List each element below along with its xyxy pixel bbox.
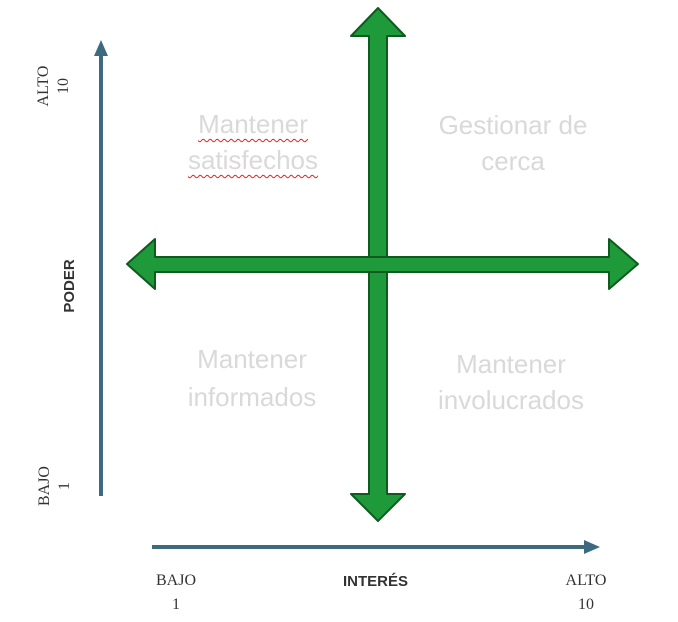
y-axis-low-label: BAJO: [36, 466, 53, 507]
quadrant-top-left-line2: satisfechos: [187, 145, 319, 175]
x-axis-title: INTERÉS: [343, 573, 409, 590]
y-axis-title: PODER: [61, 259, 78, 313]
x-axis-arrow: [152, 540, 600, 554]
quadrant-top-right-line1: Gestionar de: [438, 110, 588, 140]
quadrant-bottom-left-line2: informados: [187, 382, 317, 412]
y-axis-arrow: [94, 40, 108, 496]
y-axis-high-label: ALTO: [35, 65, 52, 107]
quadrant-top-left-line1: Mantener: [198, 109, 308, 139]
quadrant-cross: [126, 7, 639, 522]
quadrant-bottom-right-line2: involucrados: [438, 385, 584, 415]
x-axis-high-label: ALTO: [565, 572, 607, 589]
quadrant-top-left: Mantener satisfechos: [160, 106, 346, 178]
x-axis-high-block: ALTO 10: [558, 571, 614, 615]
quadrant-bottom-left-line1: Mantener: [197, 344, 307, 374]
y-axis-high-block: ALTO 10: [34, 58, 74, 114]
x-axis-high-value: 10: [578, 596, 594, 613]
y-axis-low-value: 1: [56, 482, 73, 490]
y-axis-title-block: PODER: [59, 256, 81, 316]
x-axis-low-value: 1: [172, 596, 180, 613]
y-axis-low-block: BAJO 1: [35, 461, 75, 511]
quadrant-top-right-line2: cerca: [481, 146, 545, 176]
quadrant-top-right: Gestionar de cerca: [410, 107, 616, 179]
quadrant-bottom-right-line1: Mantener: [456, 349, 566, 379]
x-axis-low-label: BAJO: [155, 572, 196, 589]
x-axis-low-block: BAJO 1: [148, 571, 204, 615]
y-axis-high-value: 10: [55, 78, 72, 94]
quadrant-bottom-left: Mantener informados: [156, 341, 348, 415]
quadrant-bottom-right: Mantener involucrados: [414, 346, 608, 418]
